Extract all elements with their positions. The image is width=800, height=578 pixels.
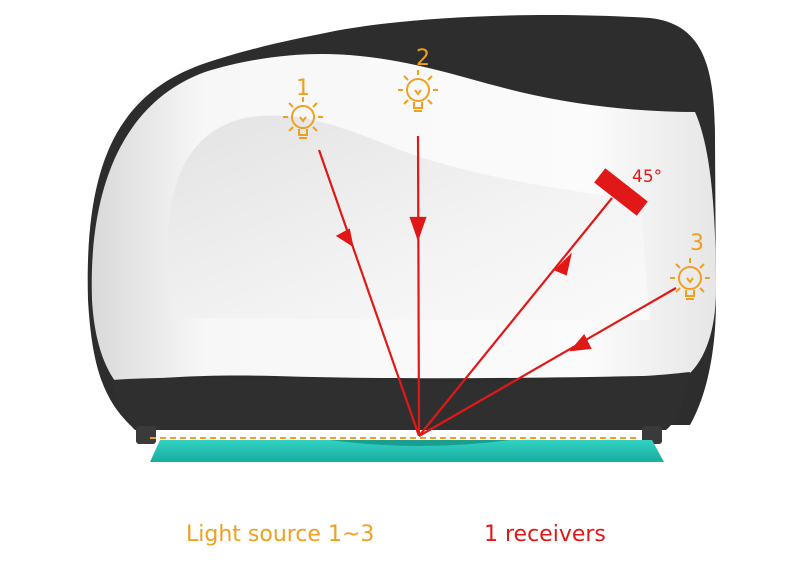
ray-source-2 xyxy=(416,135,421,437)
receiver-angle-label: 45° xyxy=(632,167,662,187)
light-source-caption: Light source 1~3 xyxy=(186,522,375,547)
ray-source-3 xyxy=(418,287,677,437)
receiver-bar-icon xyxy=(594,168,648,216)
ray-2-arrow xyxy=(409,216,427,242)
ray-receiver-arrow xyxy=(554,252,572,276)
source-2-label: 2 xyxy=(416,46,430,71)
lightbulb-icon xyxy=(670,258,710,300)
ray-1-arrow xyxy=(335,228,354,248)
source-1-label: 1 xyxy=(296,76,310,101)
lightbulb-icon xyxy=(283,97,323,139)
device-base xyxy=(112,372,690,430)
measurement-aperture xyxy=(330,440,510,446)
lightbulb-icon xyxy=(398,70,438,112)
receivers-caption: 1 receivers xyxy=(484,522,606,547)
spectrophotometer-body xyxy=(87,14,716,444)
device-foot-left xyxy=(136,426,156,444)
ray-3-arrow xyxy=(569,334,592,352)
ray-source-1 xyxy=(317,149,421,437)
sample-plate xyxy=(150,440,664,462)
device-recess xyxy=(168,115,650,321)
device-foot-right xyxy=(642,426,662,444)
source-3-label: 3 xyxy=(690,231,704,256)
light-rays xyxy=(317,135,677,437)
ray-to-receiver xyxy=(418,197,613,437)
